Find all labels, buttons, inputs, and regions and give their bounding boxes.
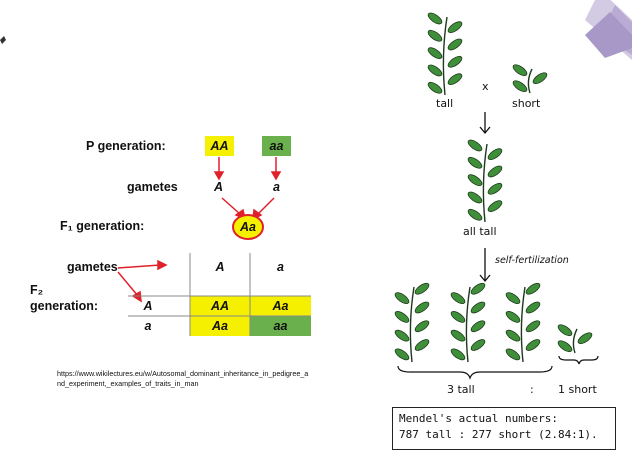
leaf-shape [393, 328, 410, 343]
mendel-line2: 787 tall : 277 short (2.84:1). [399, 427, 609, 443]
leaf-shape [446, 37, 463, 52]
leaf-shape [449, 291, 466, 306]
f2-label: F₂ [30, 283, 43, 297]
leaf-shape [446, 54, 463, 69]
leaf-shape [466, 190, 483, 205]
leaf-shape [524, 337, 541, 352]
mendel-numbers-box: Mendel's actual numbers: 787 tall : 277 … [392, 407, 616, 450]
leaf-shape [556, 323, 573, 338]
punnett-col-header: a [250, 257, 311, 277]
leaf-shape [466, 138, 483, 153]
leaf-shape [531, 71, 548, 86]
leaf-shape [466, 207, 483, 222]
f2-tall-plant [504, 281, 541, 362]
leaf-shape [511, 79, 528, 94]
f1-all-tall-label: all tall [463, 225, 497, 238]
leaf-shape [449, 309, 466, 324]
brace-lines [398, 356, 598, 378]
punnett-row-header: a [128, 316, 168, 336]
f2-tall-label: 3 tall [447, 383, 475, 396]
purple-diamond-shape [0, 36, 6, 44]
ratio-colon: : [530, 383, 534, 396]
leaf-shape [426, 46, 443, 61]
leaf-shape [556, 339, 573, 354]
short-parent-plant [511, 63, 548, 94]
leaf-shape [504, 328, 521, 343]
leaf-shape [426, 80, 443, 95]
right-arrows [480, 112, 490, 281]
punnett-cell: Aa [250, 296, 311, 316]
leaf-shape [446, 72, 463, 87]
p-parent1-box: AA [205, 136, 234, 156]
leaf-shape [469, 337, 486, 352]
p-gamete1: A [214, 180, 223, 194]
leaf-shape [426, 11, 443, 26]
self-fertilization-label: self-fertilization [495, 255, 569, 266]
citation-link[interactable]: https://www.wikilectures.eu/w/Autosomal_… [57, 369, 312, 388]
leaf-shape [486, 164, 503, 179]
f2-tall-plant [393, 281, 430, 362]
p-gamete2: a [273, 180, 280, 194]
short-label: short [512, 97, 540, 110]
leaf-shape [504, 309, 521, 324]
leaf-shape [504, 291, 521, 306]
f1-generation-label: F₁ generation: [60, 219, 144, 233]
f2-short-plant [556, 323, 593, 354]
leaf-shape [449, 347, 466, 362]
f2-generation-label: generation: [30, 299, 98, 313]
cross-symbol: x [482, 80, 489, 93]
leaf-shape [393, 291, 410, 306]
leaf-shape [413, 337, 430, 352]
p-generation-label: P generation: [86, 139, 166, 153]
p-parent2-box: aa [262, 136, 291, 156]
mendel-line1: Mendel's actual numbers: [399, 411, 609, 427]
leaf-shape [469, 300, 486, 315]
leaf-shape [504, 347, 521, 362]
leaf-shape [466, 173, 483, 188]
f2-tall-plant [449, 281, 486, 362]
punnett-col-header: A [190, 257, 250, 277]
leaf-shape [469, 319, 486, 334]
leaf-shape [449, 328, 466, 343]
leaf-shape [524, 300, 541, 315]
leaf-shape [524, 319, 541, 334]
leaf-shape [393, 309, 410, 324]
f1-tall-plant [466, 138, 503, 222]
punnett-cell: AA [190, 296, 250, 316]
leaf-shape [426, 28, 443, 43]
leaf-shape [576, 331, 593, 346]
leaf-shape [413, 300, 430, 315]
punnett-cell: aa [250, 316, 311, 336]
tall-label: tall [436, 97, 453, 110]
f1-genotype: Aa [233, 218, 263, 236]
leaf-shape [524, 281, 541, 296]
leaf-shape [413, 281, 430, 296]
f2-short-label: 1 short [558, 383, 597, 396]
leaf-shape [446, 20, 463, 35]
gametes-label: gametes [127, 180, 178, 194]
leaf-shape [393, 347, 410, 362]
leaf-shape [413, 319, 430, 334]
leaf-shape [486, 181, 503, 196]
leaf-shape [486, 147, 503, 162]
plant-layer [393, 11, 593, 362]
punnett-cell: Aa [190, 316, 250, 336]
leaf-shape [511, 63, 528, 78]
leaf-shape [469, 281, 486, 296]
f1-gametes-label: gametes [67, 260, 118, 274]
punnett-row-header: A [128, 296, 168, 316]
leaf-shape [486, 199, 503, 214]
leaf-shape [426, 63, 443, 78]
tall-parent-plant [426, 11, 463, 95]
leaf-shape [466, 155, 483, 170]
